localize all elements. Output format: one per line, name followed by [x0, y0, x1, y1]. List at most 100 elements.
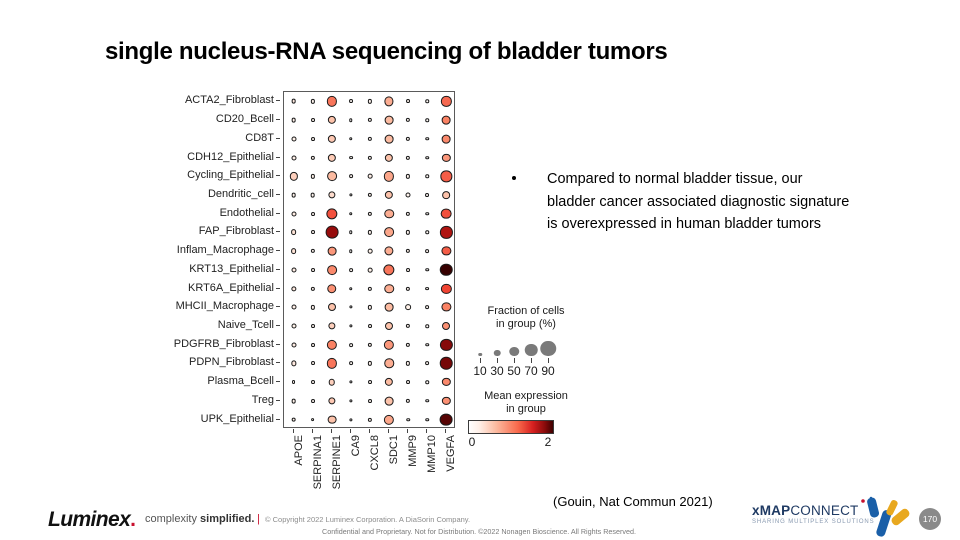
fraction-legend-tick-label: 70	[524, 364, 538, 378]
dotplot-dot	[349, 418, 353, 422]
y-axis-tick-label: KRT13_Epithelial	[189, 262, 274, 275]
dotplot-dot	[425, 99, 430, 104]
dotplot-dot	[405, 192, 411, 198]
y-axis-tick-label: MHCII_Macrophage	[175, 300, 274, 313]
dotplot-dot	[328, 397, 336, 405]
dotplot-dot	[290, 360, 297, 367]
colorbar-tick-label: 2	[544, 435, 552, 449]
colorbar-gradient	[468, 420, 554, 434]
fraction-legend-tick	[497, 358, 498, 363]
dotplot-dot	[368, 380, 372, 385]
dotplot-dot	[440, 263, 453, 277]
dotplot-dot	[310, 417, 315, 422]
dotplot-dot	[327, 115, 336, 125]
y-axis-tick-label: Inflam_Macrophage	[176, 244, 274, 257]
dotplot-dot	[406, 249, 411, 254]
page-title: single nucleus-RNA sequencing of bladder…	[105, 38, 668, 65]
dotplot-dot	[442, 191, 451, 199]
dotplot-dot	[310, 118, 315, 123]
dotplot-dot	[441, 96, 452, 107]
dotplot-dot	[367, 248, 373, 254]
x-axis-tick-label: MMP9	[407, 435, 420, 467]
dotplot-dot	[349, 305, 353, 309]
dotplot-dot	[349, 286, 353, 291]
citation: (Gouin, Nat Commun 2021)	[553, 494, 713, 509]
dotplot-dot	[290, 229, 297, 236]
dotplot-dot	[310, 211, 315, 216]
dotplot-dot	[406, 342, 411, 347]
tagline-bold: simplified.	[200, 513, 255, 525]
dotplot-dot	[367, 117, 373, 123]
dotplot-dot	[384, 283, 394, 294]
fraction-legend-tick	[548, 358, 549, 363]
fraction-legend-tick-label: 30	[490, 364, 504, 378]
dotplot-dot	[384, 358, 394, 369]
colorbar-tick-label: 0	[468, 435, 476, 449]
y-axis-tick-mark	[276, 137, 280, 139]
dotplot-dot	[291, 155, 297, 161]
x-axis-tick-mark	[330, 429, 332, 433]
y-axis-tick-mark	[276, 250, 280, 252]
x-axis-tick-label: SERPINE1	[330, 435, 343, 490]
dotplot-dot	[425, 380, 430, 384]
dotplot-dot	[384, 208, 394, 219]
dotplot-dot	[440, 357, 453, 370]
dotplot-dot	[310, 398, 315, 403]
page-number-badge: 170	[919, 508, 941, 530]
dotplot-dot	[348, 174, 353, 179]
dotplot-plot-area	[283, 91, 455, 428]
dotplot-dot	[367, 286, 373, 291]
y-axis-tick-label: CD8T	[245, 131, 274, 144]
dotplot-dot	[425, 193, 430, 197]
dotplot-dot	[310, 342, 315, 347]
dotplot-dot	[291, 267, 297, 273]
dotplot-dot	[440, 170, 453, 182]
dotplot-dot	[442, 322, 451, 331]
footer-copyright: © Copyright 2022 Luminex Corporation. A …	[265, 515, 471, 524]
dotplot-dot	[425, 268, 430, 272]
dotplot-dot	[441, 283, 452, 294]
dotplot-dot	[327, 246, 337, 256]
dotplot-dot	[425, 118, 430, 122]
y-axis-tick-mark	[276, 268, 280, 270]
dotplot-dot	[310, 286, 315, 291]
footer-separator: |	[257, 513, 260, 525]
y-axis-tick-label: Treg	[251, 393, 274, 406]
dotplot-dot	[289, 172, 298, 181]
dotplot-dot	[349, 118, 353, 122]
dotplot-dot	[367, 211, 373, 216]
dotplot-dot	[327, 283, 337, 294]
x-axis-tick-mark	[426, 429, 428, 433]
dotplot-dot	[384, 227, 395, 238]
dotplot-dot	[291, 398, 296, 404]
dotplot-dot	[406, 361, 411, 366]
dotplot-dot	[349, 230, 353, 235]
fraction-legend-title-line1: Fraction of cells	[487, 305, 565, 317]
y-axis-tick-mark	[276, 343, 280, 345]
dotplot-dot	[326, 96, 337, 107]
y-axis-tick-label: Endothelial	[219, 206, 274, 219]
dotplot-dot	[291, 380, 296, 385]
dotplot-dot	[328, 322, 336, 330]
dotplot-dot	[425, 249, 430, 254]
dotplot-dot	[383, 171, 395, 182]
dotplot-dot	[384, 115, 394, 125]
y-axis-tick-mark	[276, 212, 280, 214]
dotplot-dot	[367, 155, 373, 160]
dotplot-dot	[440, 226, 453, 239]
dotplot-dot	[326, 358, 337, 369]
dotplot-dot	[425, 211, 430, 216]
body-bullet-block: Compared to normal bladder tissue, our b…	[512, 168, 852, 236]
dotplot-dot	[425, 324, 430, 328]
y-axis-tick-mark	[276, 418, 280, 420]
y-axis-tick-label: ACTA2_Fibroblast	[184, 94, 274, 107]
dotplot-dot	[384, 153, 394, 162]
fraction-legend-tick-label: 10	[473, 364, 487, 378]
dotplot-dot	[349, 399, 353, 403]
dotplot-dot	[383, 339, 395, 350]
y-axis-tick-mark	[276, 100, 280, 102]
dotplot-dot	[310, 192, 315, 198]
fraction-legend-title-line2: in group (%)	[496, 318, 556, 330]
fraction-legend-dot	[524, 343, 538, 356]
